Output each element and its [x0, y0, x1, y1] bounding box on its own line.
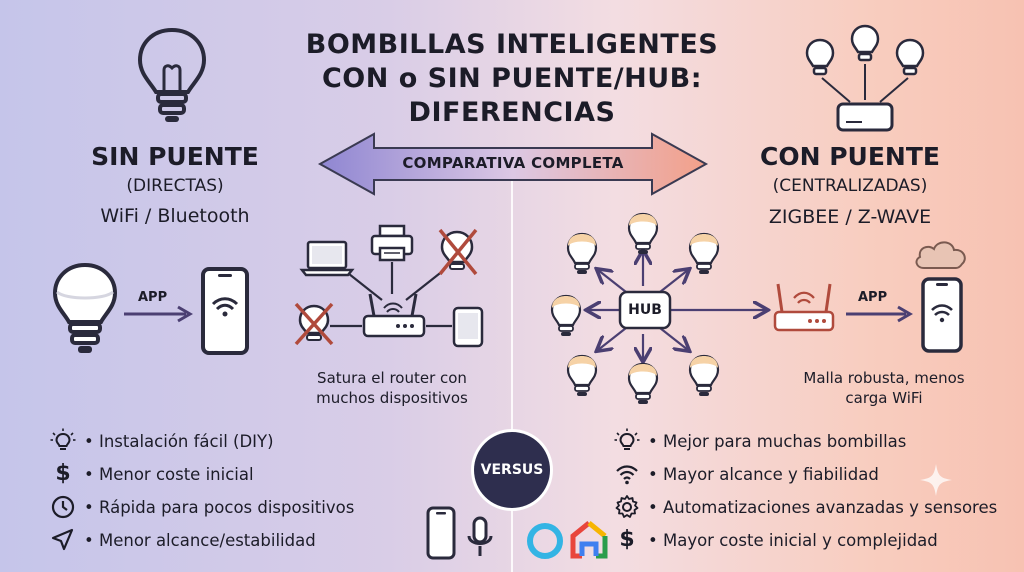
location-arrow-icon: [51, 528, 74, 551]
bulb-outline-icon: [137, 27, 207, 122]
mesh-caption: Malla robusta, menos carga WiFi: [803, 369, 965, 407]
list-item: • Menor alcance/estabilidad: [50, 527, 316, 553]
bulb-icon: [50, 428, 76, 450]
list-item: $ • Menor coste inicial: [50, 461, 254, 487]
hub-with-bulbs-icon: [805, 24, 925, 132]
left-heading: SIN PUENTE: [91, 142, 259, 171]
bulb-icon: [614, 428, 640, 450]
microphone-icon: [467, 516, 493, 556]
router-network-diagram: [294, 224, 484, 348]
list-item: • Mejor para muchas bombillas: [614, 428, 906, 454]
title-line-3: DIFERENCIAS: [408, 97, 616, 128]
phone-icon: [426, 506, 456, 560]
comparison-arrow: [317, 132, 709, 196]
laptop-icon: [299, 240, 355, 277]
list-item: • Automatizaciones avanzadas y sensores: [614, 494, 997, 520]
list-item: • Instalación fácil (DIY): [50, 428, 274, 454]
router-icon: [362, 293, 426, 338]
router-icon: [773, 283, 835, 332]
crossed-bulb-icon: [438, 228, 478, 276]
left-subheading: (DIRECTAS): [126, 176, 224, 196]
right-arrow-icon: [846, 305, 913, 323]
right-tech: ZIGBEE / Z-WAVE: [768, 206, 932, 228]
hub-mesh-diagram: [550, 212, 790, 406]
feature-text: • Menor coste inicial: [84, 464, 254, 484]
gear-icon: [615, 495, 639, 518]
crossed-bulb-icon: [294, 302, 334, 346]
router-caption: Satura el router con muchos dispositivos: [316, 369, 468, 407]
wifi-icon: [616, 465, 638, 485]
feature-text: • Menor alcance/estabilidad: [84, 530, 316, 550]
right-heading: CON PUENTE: [760, 142, 940, 171]
page-title: BOMBILLAS INTELIGENTES CON o SIN PUENTE/…: [262, 28, 762, 130]
printer-icon: [370, 224, 414, 262]
feature-text: • Mayor alcance y fiabilidad: [648, 464, 879, 484]
title-line-1: BOMBILLAS INTELIGENTES: [305, 29, 719, 60]
hub-label: HUB: [628, 302, 662, 318]
phone-wifi-icon: [201, 267, 249, 355]
comparison-banner-label: COMPARATIVA COMPLETA: [402, 154, 624, 172]
list-item: • Rápida para pocos dispositivos: [50, 494, 354, 520]
feature-text: • Instalación fácil (DIY): [84, 431, 274, 451]
title-line-2: CON o SIN PUENTE/HUB:: [321, 63, 703, 94]
feature-text: • Rápida para pocos dispositivos: [84, 497, 355, 517]
sparkle-icon: [920, 464, 952, 496]
left-app-label: APP: [138, 290, 168, 305]
right-subheading: (CENTRALIZADAS): [772, 176, 928, 196]
dollar-icon: $: [619, 527, 635, 552]
right-arrow-icon: [124, 305, 193, 323]
versus-label: VERSUS: [480, 462, 544, 478]
left-feature-list: • Instalación fácil (DIY) $ • Menor cost…: [50, 428, 450, 558]
list-item: • Mayor alcance y fiabilidad: [614, 461, 879, 487]
smart-home-icon: [570, 521, 608, 559]
right-app-label: APP: [858, 290, 888, 305]
center-divider: [511, 180, 513, 572]
dollar-icon: $: [55, 461, 71, 486]
feature-text: • Automatizaciones avanzadas y sensores: [648, 497, 998, 517]
right-feature-list: • Mejor para muchas bombillas • Mayor al…: [614, 428, 1020, 558]
white-bulb-icon: [52, 262, 118, 353]
cloud-icon: [915, 241, 966, 269]
feature-text: • Mayor coste inicial y complejidad: [648, 530, 938, 550]
clock-icon: [51, 495, 75, 519]
list-item: $ • Mayor coste inicial y complejidad: [614, 527, 938, 553]
voice-assistant-ring-icon: [527, 523, 563, 559]
versus-badge: VERSUS: [474, 432, 550, 508]
phone-wifi-icon: [921, 277, 963, 353]
tablet-icon: [452, 306, 484, 348]
feature-text: • Mejor para muchas bombillas: [648, 431, 907, 451]
left-tech: WiFi / Bluetooth: [100, 205, 250, 227]
